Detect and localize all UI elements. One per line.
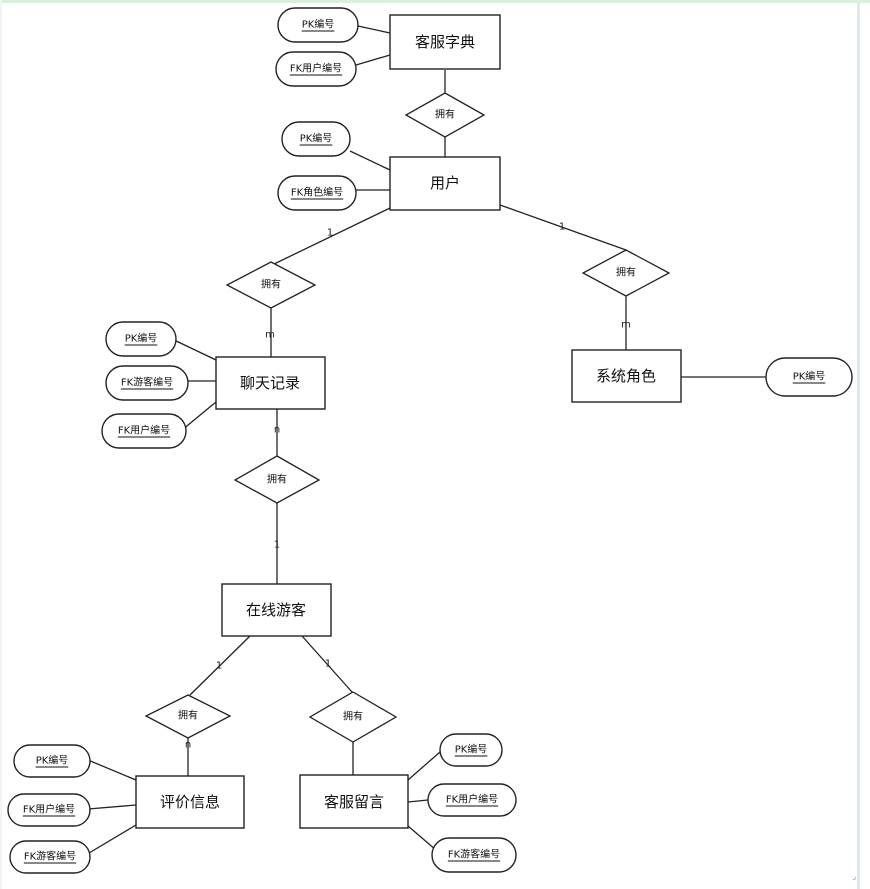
entity-kefu-liuyan[interactable]: 客服留言 bbox=[299, 774, 409, 829]
attribute-a13[interactable]: FK用户编号 bbox=[427, 783, 517, 817]
relationship-r4[interactable]: 拥有 bbox=[233, 455, 321, 504]
card-r4-from: n bbox=[274, 425, 280, 436]
relationship-label: 拥有 bbox=[261, 278, 281, 291]
entity-yonghu[interactable]: 用户 bbox=[389, 156, 501, 211]
card-r5-from: 1 bbox=[216, 661, 222, 672]
relationship-label: 拥有 bbox=[178, 709, 198, 722]
edge-a13 bbox=[407, 799, 429, 803]
attribute-label: FK用户编号 bbox=[23, 803, 75, 816]
entity-pingjia-xinxi[interactable]: 评价信息 bbox=[135, 775, 245, 829]
relationship-r6[interactable]: 拥有 bbox=[308, 691, 398, 743]
edge-a1 bbox=[357, 25, 391, 34]
card-r3-from: 1 bbox=[559, 222, 565, 233]
resize-grip-icon: ⌟ bbox=[852, 872, 857, 882]
entity-label: 聊天记录 bbox=[240, 374, 300, 392]
attribute-label: PK编号 bbox=[125, 332, 158, 345]
attribute-a7[interactable]: FK用户编号 bbox=[101, 413, 187, 449]
attribute-label: FK游客编号 bbox=[121, 376, 173, 389]
edge-a9 bbox=[87, 759, 137, 781]
relationship-r5[interactable]: 拥有 bbox=[144, 694, 232, 739]
edge-a3 bbox=[349, 150, 391, 171]
edge-r6-top bbox=[301, 635, 353, 693]
edge-a12 bbox=[407, 751, 441, 781]
relationship-r1[interactable]: 拥有 bbox=[404, 92, 486, 138]
card-r2-to: m bbox=[265, 330, 275, 341]
card-r5-to: n bbox=[185, 740, 191, 751]
entity-zaixian-youke[interactable]: 在线游客 bbox=[221, 583, 332, 637]
relationship-label: 拥有 bbox=[343, 710, 363, 723]
attribute-label: FK游客编号 bbox=[24, 850, 76, 863]
relationship-r3[interactable]: 拥有 bbox=[581, 249, 671, 297]
frame-border-left bbox=[0, 0, 2, 889]
edge-a2 bbox=[355, 54, 391, 66]
entity-kefu-zidian[interactable]: 客服字典 bbox=[389, 14, 501, 70]
attribute-label: FK游客编号 bbox=[448, 848, 500, 861]
entity-label: 系统角色 bbox=[596, 367, 656, 385]
attribute-a1[interactable]: PK编号 bbox=[277, 7, 359, 43]
edge-r3-top bbox=[499, 204, 627, 251]
edge-r5-top bbox=[189, 635, 251, 696]
attribute-a14[interactable]: FK游客编号 bbox=[431, 837, 517, 873]
card-r6-from: 1 bbox=[325, 659, 331, 670]
attribute-a3[interactable]: PK编号 bbox=[281, 121, 351, 157]
relationship-label: 拥有 bbox=[616, 266, 636, 279]
edge-a7 bbox=[181, 401, 217, 431]
entity-label: 在线游客 bbox=[246, 601, 306, 619]
relationship-label: 拥有 bbox=[267, 473, 287, 486]
entity-label: 用户 bbox=[430, 174, 460, 192]
entity-liaotian-jilu[interactable]: 聊天记录 bbox=[215, 356, 326, 410]
attribute-a12[interactable]: PK编号 bbox=[439, 733, 503, 767]
attribute-label: PK编号 bbox=[455, 743, 488, 756]
entity-xitong-juese[interactable]: 系统角色 bbox=[571, 349, 682, 403]
attribute-label: FK用户编号 bbox=[446, 793, 498, 806]
entity-label: 评价信息 bbox=[160, 793, 220, 811]
attribute-label: PK编号 bbox=[302, 18, 335, 31]
card-r2-from: 1 bbox=[327, 228, 333, 239]
attribute-a11[interactable]: FK游客编号 bbox=[9, 840, 91, 874]
edge-a11 bbox=[83, 824, 137, 857]
edge-a5 bbox=[171, 338, 217, 361]
attribute-label: FK角色编号 bbox=[291, 186, 343, 199]
attribute-label: PK编号 bbox=[300, 132, 333, 145]
relationship-label: 拥有 bbox=[435, 108, 455, 121]
edge-r2-top bbox=[271, 207, 391, 266]
attribute-a2[interactable]: FK用户编号 bbox=[275, 51, 357, 87]
edge-a10 bbox=[87, 804, 137, 810]
attribute-a8[interactable]: PK编号 bbox=[765, 357, 853, 397]
entity-label: 客服字典 bbox=[415, 33, 475, 51]
entity-label: 客服留言 bbox=[324, 793, 384, 811]
attribute-a5[interactable]: PK编号 bbox=[105, 321, 177, 357]
relationship-r2[interactable]: 拥有 bbox=[225, 261, 317, 309]
attribute-label: PK编号 bbox=[36, 754, 69, 767]
card-r4-to: 1 bbox=[274, 540, 280, 551]
frame-border-right bbox=[857, 0, 860, 889]
attribute-a9[interactable]: PK编号 bbox=[13, 744, 91, 778]
attribute-label: PK编号 bbox=[793, 370, 826, 383]
attribute-a10[interactable]: FK用户编号 bbox=[7, 793, 91, 827]
attribute-a6[interactable]: FK游客编号 bbox=[105, 365, 189, 401]
edge-a14 bbox=[407, 825, 437, 851]
attribute-a4[interactable]: FK角色编号 bbox=[277, 175, 357, 211]
attribute-label: FK用户编号 bbox=[290, 62, 342, 75]
card-r3-to: m bbox=[621, 320, 631, 331]
attribute-label: FK用户编号 bbox=[118, 424, 170, 437]
frame-border-top bbox=[0, 0, 870, 3]
